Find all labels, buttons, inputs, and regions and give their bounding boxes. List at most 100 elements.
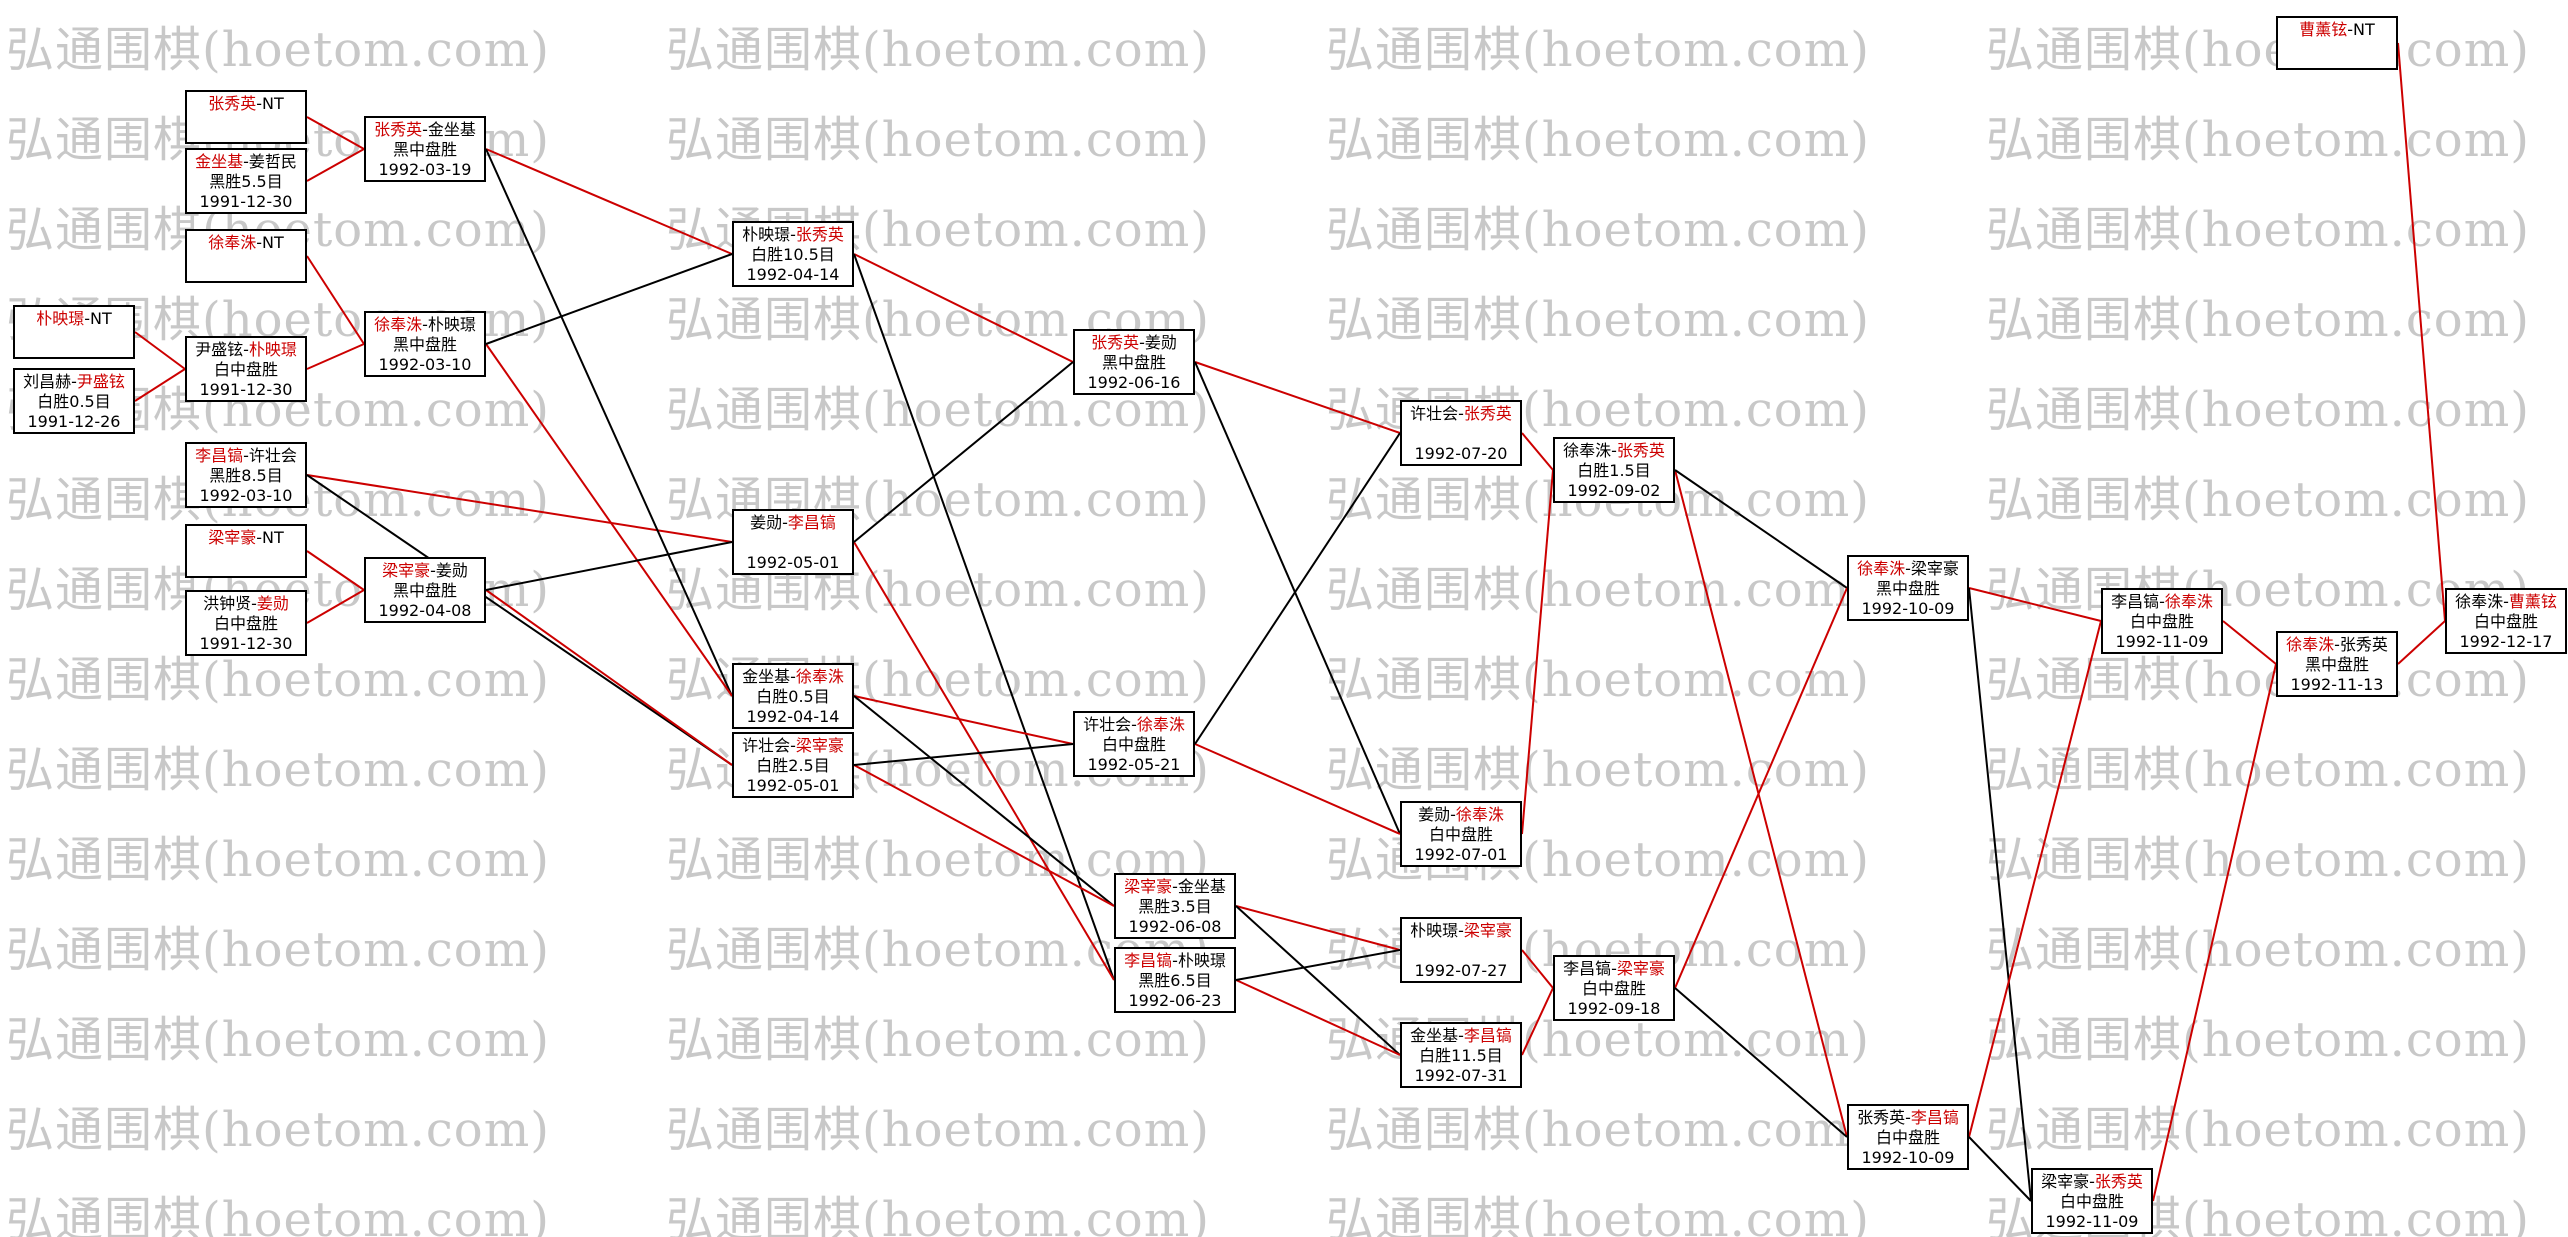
result-text: 黑胜5.5目 xyxy=(209,172,283,191)
result-text: 白中盘胜 xyxy=(1581,979,1646,998)
connector-m27-m30 xyxy=(1968,587,2032,1202)
player2-name: 张秀英 xyxy=(2339,635,2388,654)
watermark-text: 弘通围棋(hoetom.com) xyxy=(1326,1102,1870,1158)
players-line: 李昌镐-梁宰豪 xyxy=(1555,957,1673,979)
players-line: 梁宰豪-张秀英 xyxy=(2033,1170,2151,1192)
connector-m10-m15 xyxy=(485,148,733,697)
date-text: 1992-07-20 xyxy=(1414,444,1508,463)
result-text: 白中盘胜 xyxy=(1875,1128,1940,1147)
player1-name: 张秀英 xyxy=(374,120,423,139)
name-separator: - xyxy=(1172,951,1178,970)
match-box-m31: 曹薰铉-NT xyxy=(2276,16,2398,70)
player2-name: 张秀英 xyxy=(795,225,844,244)
name-separator: - xyxy=(2089,1172,2095,1191)
players-line: 许壮会-徐奉洙 xyxy=(1075,713,1193,735)
result-text: 黑胜3.5目 xyxy=(1138,897,1212,916)
connector-m15-m18 xyxy=(853,695,1074,745)
player2-name: 朴映璟 xyxy=(427,315,476,334)
connector-m18-m21 xyxy=(1194,432,1401,745)
watermark-text: 弘通围棋(hoetom.com) xyxy=(6,832,550,888)
date-text: 1992-09-18 xyxy=(1567,999,1661,1018)
result-text: 黑胜6.5目 xyxy=(1138,971,1212,990)
player2-name: 梁宰豪 xyxy=(795,736,844,755)
connector-m7-m14 xyxy=(306,474,733,543)
watermark-text: 弘通围棋(hoetom.com) xyxy=(1326,292,1870,348)
connector-m16-m18 xyxy=(853,743,1074,766)
players-line: 张秀英-姜勋 xyxy=(1075,331,1193,353)
result-text: 白胜0.5目 xyxy=(756,687,830,706)
name-separator: - xyxy=(84,309,91,328)
players-line: 许壮会-梁宰豪 xyxy=(734,734,852,756)
connector-m21-m22 xyxy=(1521,432,1554,471)
player1-name: 许壮会 xyxy=(1083,715,1132,734)
player1-name: 朴映璟 xyxy=(742,225,791,244)
date-text: 1992-04-14 xyxy=(746,265,840,284)
player1-name: 梁宰豪 xyxy=(382,561,431,580)
player1-name: 姜勋 xyxy=(1418,805,1451,824)
match-box-m8: 梁宰豪-NT xyxy=(185,524,307,578)
connector-m9-m12 xyxy=(306,589,365,624)
connector-m22-m28 xyxy=(1674,469,1848,1138)
player2-name: NT xyxy=(90,309,112,328)
player1-name: 徐奉洙 xyxy=(2286,635,2335,654)
name-separator: - xyxy=(251,594,257,613)
result-text: 白胜0.5目 xyxy=(37,392,111,411)
date-text: 1991-12-26 xyxy=(27,412,121,431)
player1-name: 张秀英 xyxy=(1091,333,1140,352)
date-text: 1992-12-17 xyxy=(2459,632,2553,651)
result-text: 白胜11.5目 xyxy=(1419,1046,1503,1065)
player2-name: 姜哲民 xyxy=(248,152,297,171)
player2-name: 梁宰豪 xyxy=(1463,921,1512,940)
watermark-text: 弘通围棋(hoetom.com) xyxy=(1986,652,2530,708)
player2-name: 朴映璟 xyxy=(248,340,297,359)
connector-m27-m29 xyxy=(1968,587,2102,622)
result-text: 黑中盘胜 xyxy=(2304,655,2369,674)
watermark-text: 弘通围棋(hoetom.com) xyxy=(1986,832,2530,888)
result-text: 黑中盘胜 xyxy=(392,140,457,159)
watermark-text: 弘通围棋(hoetom.com) xyxy=(6,652,550,708)
name-separator: - xyxy=(1458,1026,1464,1045)
connector-m14-m17 xyxy=(853,361,1074,543)
connector-m16-m19 xyxy=(853,764,1115,907)
name-separator: - xyxy=(1611,959,1617,978)
watermark-text: 弘通围棋(hoetom.com) xyxy=(6,1102,550,1158)
player2-name: 金坐基 xyxy=(427,120,476,139)
result-text: 黑中盘胜 xyxy=(392,335,457,354)
player2-name: 徐奉洙 xyxy=(1455,805,1504,824)
name-separator: - xyxy=(1131,715,1137,734)
players-line: 朴映璟-梁宰豪 xyxy=(1402,919,1520,941)
player1-name: 李昌镐 xyxy=(1124,951,1173,970)
players-line: 张秀英-金坐基 xyxy=(366,118,484,140)
connector-m12-m16 xyxy=(485,589,733,766)
connector-m17-m23 xyxy=(1194,361,1401,835)
date-text: 1992-05-21 xyxy=(1087,755,1181,774)
players-line: 李昌镐-许壮会 xyxy=(187,444,305,466)
watermark-text: 弘通围棋(hoetom.com) xyxy=(1986,292,2530,348)
watermark-text: 弘通围棋(hoetom.com) xyxy=(1986,472,2530,528)
date-text: 1992-05-01 xyxy=(746,776,840,795)
result-text: 白中盘胜 xyxy=(2473,612,2538,631)
name-separator: - xyxy=(243,446,249,465)
player2-name: 李昌镐 xyxy=(1910,1108,1959,1127)
name-separator: - xyxy=(256,233,263,252)
player2-name: 尹盛铉 xyxy=(76,372,125,391)
result-text: 白胜1.5目 xyxy=(1577,461,1651,480)
players-line: 徐奉洙-张秀英 xyxy=(1555,439,1673,461)
date-text: 1992-03-10 xyxy=(378,355,472,374)
players-line: 徐奉洙-曹薰铉 xyxy=(2447,590,2565,612)
players-line: 徐奉洙-NT xyxy=(187,231,305,253)
connector-m29-m32 xyxy=(2222,620,2277,665)
